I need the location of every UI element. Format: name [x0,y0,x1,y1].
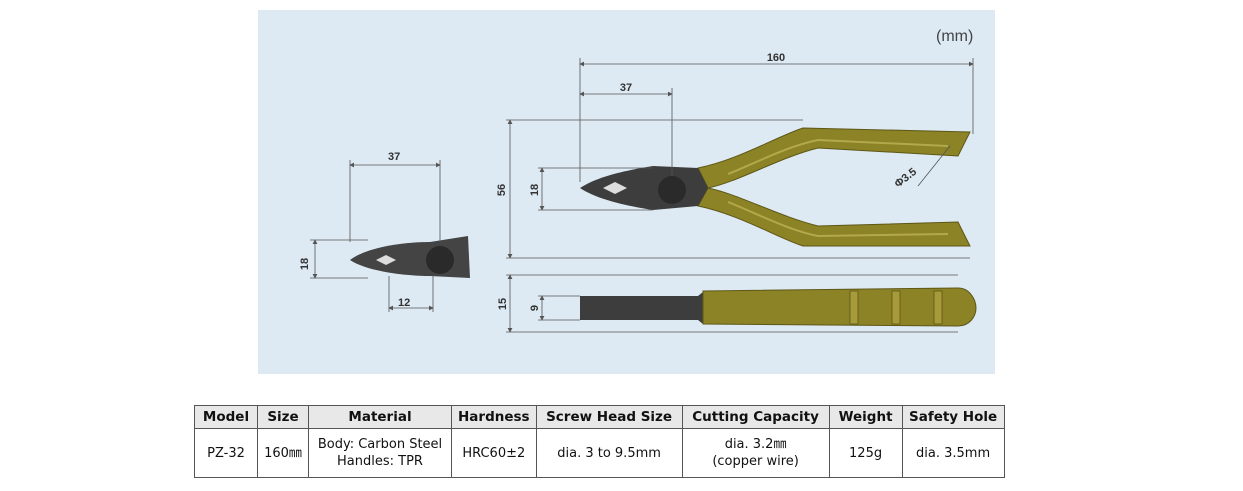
cell-model: PZ-32 [194,428,258,478]
pliers-diagram: (mm) 37 18 12 160 [299,28,977,333]
spec-table: Model Size Material Hardness Screw Head … [194,405,1005,478]
lower-handle [697,187,971,247]
table-row: PZ-32 160㎜ Body: Carbon Steel Handles: T… [194,428,1005,478]
front-dim-jaw: 37 [620,82,632,94]
front-jaw [580,166,708,210]
header-weight: Weight [828,405,903,429]
side-pivot [426,246,454,274]
side-dim-top: 37 [388,151,400,163]
front-pivot [658,176,686,204]
front-dim-hole: Φ3.5 [892,166,919,190]
top-jaw [580,292,703,324]
top-handle [702,287,977,327]
cell-safety-hole: dia. 3.5mm [901,428,1005,478]
upper-handle [697,127,971,189]
top-view: 15 9 [497,274,977,333]
header-cutting-capacity: Cutting Capacity [681,405,830,429]
cell-screw-head-size: dia. 3 to 9.5mm [535,428,683,478]
header-size: Size [257,405,309,429]
spec-table-header: Model Size Material Hardness Screw Head … [194,405,1005,429]
front-dim-height: 56 [496,184,508,196]
unit-label: (mm) [936,28,973,45]
side-view: 37 18 12 [299,151,470,312]
header-model: Model [194,405,258,429]
cell-cutting-capacity: dia. 3.2㎜ (copper wire) [681,428,830,478]
cell-size: 160㎜ [257,428,309,478]
cell-weight: 125g [828,428,903,478]
header-hardness: Hardness [451,405,537,429]
cell-hardness: HRC60±2 [451,428,537,478]
header-screw-head-size: Screw Head Size [535,405,683,429]
cell-material: Body: Carbon Steel Handles: TPR [308,428,452,478]
front-dim-jaw-height: 18 [529,184,541,196]
top-dim-jaw-width: 9 [529,305,541,311]
side-jaw-gap [376,255,396,265]
header-material: Material [308,405,452,429]
side-dim-left: 18 [299,258,311,270]
front-dim-total: 160 [767,52,785,64]
header-safety-hole: Safety Hole [901,405,1005,429]
top-dim-width: 15 [497,298,509,310]
technical-drawing: (mm) 37 18 12 160 [258,10,995,374]
front-view: 160 37 56 18 Φ3.5 [496,52,974,259]
side-dim-bottom: 12 [398,297,410,309]
